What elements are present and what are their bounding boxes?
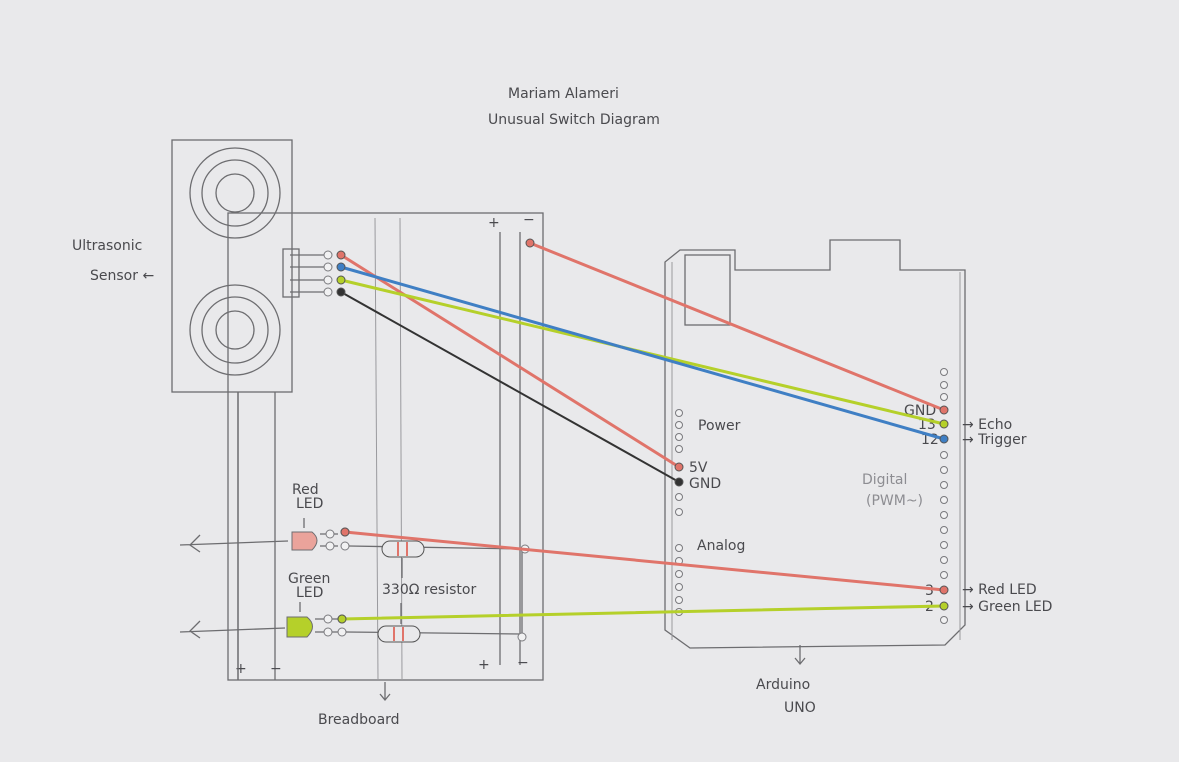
resistor-red	[381, 540, 425, 558]
power-analog-pin	[675, 433, 683, 441]
wire-green-led-to-2-start	[337, 614, 347, 624]
digital-pin	[940, 496, 948, 504]
wire-trig-to-12	[339, 265, 946, 441]
power-analog-pin	[675, 421, 683, 429]
power-label: Power	[698, 418, 741, 434]
rail-plus-top: +	[488, 215, 500, 231]
red-led-label-1: Red	[292, 482, 319, 498]
power-analog-pin	[675, 493, 683, 501]
wire-vcc-to-5v-start	[336, 250, 346, 260]
rail-minus-bottom: −	[517, 655, 529, 671]
wire-red-led-to-3-end	[939, 585, 949, 595]
wire-vcc-to-5v-end	[674, 462, 684, 472]
wire-trig-to-12-start	[336, 262, 346, 272]
power-analog-pin	[675, 570, 683, 578]
digital-pin	[940, 368, 948, 376]
digital-pin	[940, 393, 948, 401]
wires	[336, 238, 949, 624]
wire-rail-to-gnd	[528, 241, 946, 412]
pin-gnd-power-label: GND	[689, 476, 721, 492]
rail-minus-left: −	[270, 661, 282, 677]
pin-5v-label: 5V	[689, 460, 708, 476]
digital-pin	[940, 616, 948, 624]
rail-plus-bottom: +	[478, 657, 490, 673]
wire-trig-to-12-end	[939, 434, 949, 444]
digital-pin	[940, 481, 948, 489]
wire-red-led-to-3	[343, 530, 946, 592]
resistor-label: 330Ω resistor	[382, 582, 476, 598]
author-name: Mariam Alameri	[508, 86, 619, 102]
uno-label: UNO	[784, 700, 816, 716]
wire-rail-to-gnd-start	[525, 238, 535, 248]
arduino-uno	[664, 239, 966, 649]
diagram-title: Unusual Switch Diagram	[488, 112, 660, 128]
analog-label: Analog	[697, 538, 745, 554]
red-led-pin-label: → Red LED	[962, 582, 1037, 598]
digital-label: Digital	[862, 472, 907, 488]
green-led-label-2: LED	[296, 585, 323, 601]
power-pin-header	[675, 409, 683, 616]
green-led-label-1: Green	[288, 571, 330, 587]
pin-3-label: 3	[925, 583, 934, 599]
wire-green-led-to-2	[340, 604, 946, 621]
ultrasonic-label: Ultrasonic	[72, 238, 142, 254]
power-analog-pin	[675, 409, 683, 417]
digital-pin	[940, 381, 948, 389]
digital-pin	[940, 541, 948, 549]
resistor-green	[377, 625, 421, 643]
wire-vcc-to-5v	[339, 253, 681, 469]
rail-plus-left: +	[235, 661, 247, 677]
breadboard-label: Breadboard	[318, 712, 400, 728]
digital-pin	[940, 571, 948, 579]
sensor-label: Sensor ←	[90, 268, 154, 284]
wire-gnd-to-gnd-start	[336, 287, 346, 297]
green-led-pin-label: → Green LED	[962, 599, 1052, 615]
arduino-label: Arduino	[756, 677, 810, 693]
wire-green-led-to-2-end	[939, 601, 949, 611]
red-led-label-2: LED	[296, 496, 323, 512]
echo-label: → Echo	[962, 417, 1012, 433]
wire-echo-to-13-start	[336, 275, 346, 285]
red-led	[291, 518, 350, 551]
digital-pin	[940, 466, 948, 474]
wire-rail-to-gnd-end	[939, 405, 949, 415]
trigger-label: → Trigger	[962, 432, 1027, 448]
wire-red-led-to-3-start	[340, 527, 350, 537]
digital-pin	[940, 526, 948, 534]
rail-minus-top: −	[523, 212, 535, 228]
digital-pin	[940, 511, 948, 519]
power-analog-pin	[675, 544, 683, 552]
ultrasonic-sensor	[171, 139, 333, 680]
green-led	[286, 602, 347, 638]
wire-gnd-to-gnd-end	[674, 477, 684, 487]
digital-pin	[940, 556, 948, 564]
power-analog-pin	[675, 583, 683, 591]
power-analog-pin	[675, 445, 683, 453]
pwm-label: (PWM~)	[866, 493, 923, 509]
digital-pin	[940, 451, 948, 459]
power-analog-pin	[675, 596, 683, 604]
wire-gnd-to-gnd	[340, 291, 680, 483]
power-analog-pin	[675, 508, 683, 516]
wire-echo-to-13-end	[939, 419, 949, 429]
